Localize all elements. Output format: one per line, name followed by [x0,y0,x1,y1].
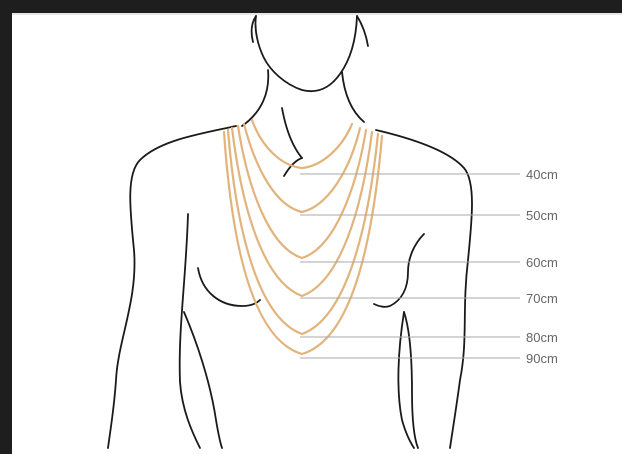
length-label-80cm: 80cm [526,330,558,345]
necklace-80cm [228,130,378,334]
length-label-90cm: 90cm [526,351,558,366]
necklace-40cm [252,120,352,168]
right-breast-lower [404,312,418,448]
right-shoulder-arm [376,130,472,448]
neck-right [342,72,364,122]
left-underarm [184,312,222,448]
right-breast-line [374,234,424,307]
hair-strand-right [357,16,368,46]
length-label-60cm: 60cm [526,255,558,270]
length-label-40cm: 40cm [526,167,558,182]
left-torso-line [180,214,200,448]
length-guides: 40cm 50cm 60cm 70cm 80cm 90cm [300,167,558,366]
throat-line [282,108,302,158]
necklaces [224,120,382,354]
length-label-70cm: 70cm [526,291,558,306]
neck-left [242,70,268,126]
body-outline [108,16,472,448]
length-label-50cm: 50cm [526,208,558,223]
face-outline [255,16,357,91]
left-shoulder-arm [108,126,236,448]
